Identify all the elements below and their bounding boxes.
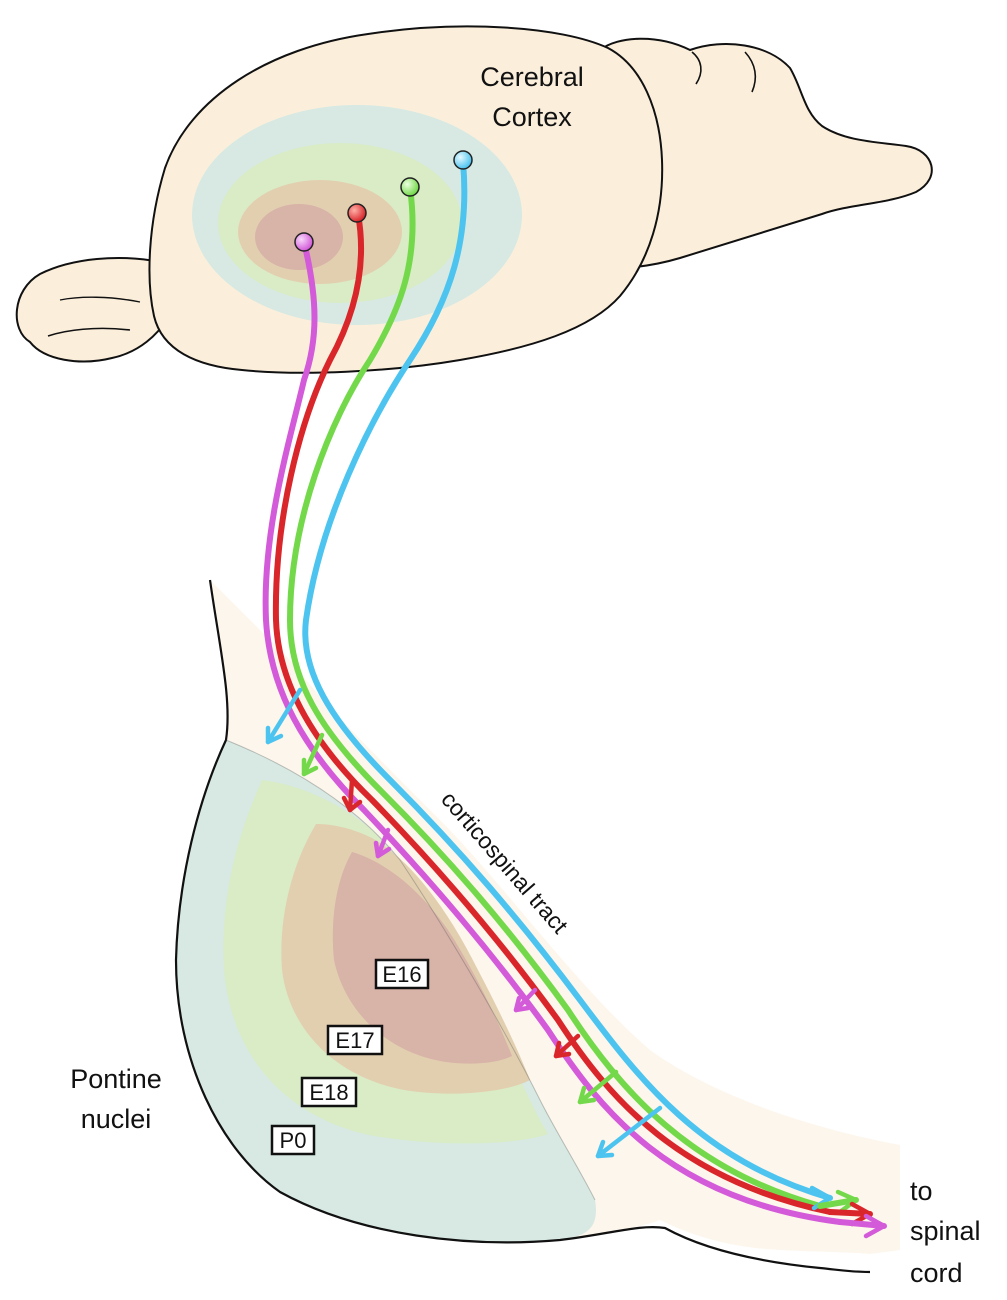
collateral-cyan-2 xyxy=(595,1105,663,1159)
cortex-label-line2: Cortex xyxy=(492,102,572,132)
axon-tracts xyxy=(262,159,887,1239)
spinal-label-line1: to xyxy=(910,1176,933,1206)
neuron-magenta xyxy=(294,232,314,252)
stage-label-e16: E16 xyxy=(382,962,421,987)
collateral-magenta xyxy=(375,827,391,859)
stage-box-e16 xyxy=(374,958,430,990)
axon-cyan xyxy=(302,159,833,1201)
pontine-label-line1: Pontine xyxy=(70,1064,162,1094)
cerebellum-brainstem xyxy=(578,37,933,270)
pons-outer-outline xyxy=(174,579,871,1274)
axon-green xyxy=(287,185,823,1209)
collateral-red xyxy=(347,777,355,813)
pons-tract-outline xyxy=(225,739,596,1201)
pontine-zone-e16 xyxy=(332,852,512,1064)
spinal-label-line2: spinal xyxy=(910,1216,981,1246)
neuron-somata xyxy=(294,150,473,252)
collateral-green xyxy=(301,732,325,777)
pontine-label-line2: nuclei xyxy=(81,1104,152,1134)
stage-label-e17: E17 xyxy=(335,1028,374,1053)
stage-box-e17 xyxy=(326,1024,384,1056)
olfactory-bulb xyxy=(15,257,170,363)
collateral-red-2 xyxy=(553,1033,581,1059)
pons xyxy=(174,579,900,1274)
stage-box-p0 xyxy=(270,1124,316,1156)
axon-red xyxy=(272,211,833,1215)
cortex-label-line1: Cerebral xyxy=(480,62,584,92)
stage-labels: E16 E17 E18 P0 xyxy=(270,958,430,1156)
stage-label-e18: E18 xyxy=(309,1080,348,1105)
collateral-cyan xyxy=(265,687,303,745)
neuron-green xyxy=(400,177,420,197)
collateral-green-2 xyxy=(577,1069,619,1105)
neuron-red xyxy=(347,203,367,223)
brain: Cerebral Cortex xyxy=(15,25,933,374)
axon-magenta xyxy=(262,239,843,1225)
stage-box-e18 xyxy=(300,1076,358,1108)
spinal-label-line3: cord xyxy=(910,1258,963,1288)
collateral-magenta-2 xyxy=(513,987,538,1013)
neuron-cyan xyxy=(453,150,473,170)
stage-label-p0: P0 xyxy=(280,1128,307,1153)
